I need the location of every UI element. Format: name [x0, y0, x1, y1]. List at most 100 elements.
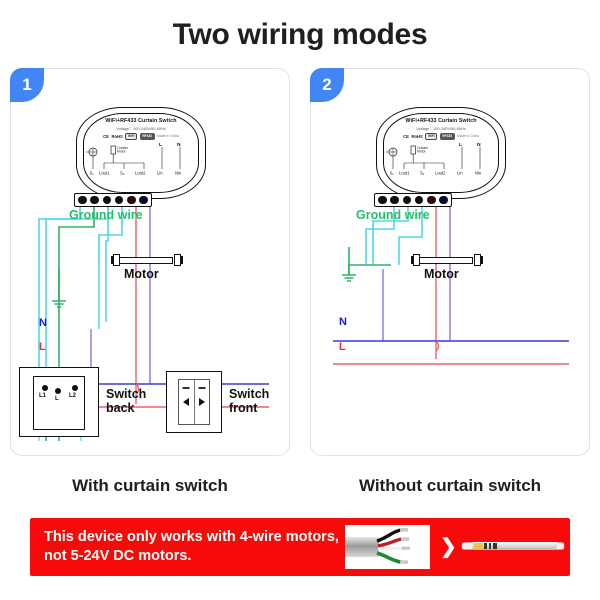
ce-mark: CE [403, 133, 409, 139]
warning-text: This device only works with 4-wire motor… [44, 529, 339, 564]
device-internal-schematic-2: Curtain Motor L N S₁ Lout1 S₂ Lout2 Lin … [384, 143, 498, 177]
wifi-mark: WiFi [425, 133, 438, 140]
panel-1-caption: With curtain switch [72, 476, 228, 495]
device-inner-shell [83, 113, 199, 193]
terminal-nin [139, 195, 148, 205]
terminal-lin [427, 195, 436, 205]
rocker-dash-right [198, 387, 206, 389]
four-wire-cable-image [345, 525, 430, 569]
svg-text:N: N [177, 143, 181, 148]
terminal-s2 [102, 195, 112, 205]
switch-front-label: Switch front [229, 387, 270, 415]
made-in-label: Made in China [457, 134, 479, 139]
terminal-block-1 [74, 193, 152, 207]
svg-text:N: N [477, 143, 481, 148]
terminal-lout1 [390, 195, 399, 205]
motor-label-1: Motor [124, 267, 159, 281]
svg-text:Lout1: Lout1 [99, 171, 110, 176]
switch-terminal-l-label: L [55, 396, 59, 402]
switch-front-face [178, 379, 210, 425]
svg-text:S₂: S₂ [120, 171, 125, 176]
device-internal-schematic-1: Curtain Motor L N S₁ Lout1 S₂ Lout2 Lin … [84, 143, 198, 177]
tubular-motor-2 [411, 254, 483, 266]
terminal-block-2 [374, 193, 452, 207]
panel-mode-2: 2 WiFi+RF433 Curtain Switch Voltage：100-… [310, 68, 590, 456]
svg-text:Motor: Motor [117, 150, 127, 154]
svg-text:Lout2: Lout2 [435, 171, 446, 176]
svg-text:S₁: S₁ [90, 171, 95, 176]
motor-end-right [180, 256, 183, 264]
curtain-switch-device-1: WiFi+RF433 Curtain Switch Voltage：100-24… [76, 107, 206, 199]
device-certification-row: CE RoHS WiFi RF433 Made in China [76, 133, 206, 140]
svg-text:Motor: Motor [417, 150, 427, 154]
device-model-label: WiFi+RF433 Curtain Switch [105, 118, 177, 124]
terminal-s1 [378, 195, 387, 205]
tubular-motor-1 [111, 254, 183, 266]
warning-banner: This device only works with 4-wire motor… [30, 518, 570, 576]
device-voltage-label: Voltage：100-240V/50-60Hz [116, 126, 166, 131]
svg-text:Lin: Lin [157, 171, 163, 176]
svg-text:S₁: S₁ [390, 171, 395, 176]
terminal-nin [439, 195, 448, 205]
arrow-right-icon: ❯ [440, 536, 457, 558]
motor-end-right [480, 256, 483, 264]
rocker-dash-left [182, 387, 190, 389]
switch-terminal-l1-label: L1 [39, 393, 47, 399]
svg-text:Lout2: Lout2 [135, 171, 146, 176]
motor-label-2: Motor [424, 267, 459, 281]
terminal-lout2 [414, 195, 424, 205]
svg-text:S₂: S₂ [420, 171, 425, 176]
panel-mode-1: 1 WiFi+RF433 Curtain Switch Voltage：100-… [10, 68, 290, 456]
ground-wire-label-2: Ground wire [356, 208, 430, 222]
motor-end-left [411, 256, 414, 264]
device-inner-shell [383, 113, 499, 193]
rohs-mark: RoHS [411, 133, 423, 139]
panel-1-badge: 1 [10, 68, 44, 102]
svg-text:Nin: Nin [175, 171, 182, 176]
ground-wire-label-1: Ground wire [69, 208, 143, 222]
svg-text:L: L [459, 143, 462, 148]
motor-end-left [111, 256, 114, 264]
page-title: Two wiring modes [172, 18, 428, 51]
terminal-lout2 [114, 195, 124, 205]
terminal-lout1 [90, 195, 99, 205]
svg-text:Curtain: Curtain [117, 146, 128, 150]
arrow-right-icon [198, 398, 205, 406]
svg-text:L: L [159, 143, 162, 148]
switch-terminal-l [55, 388, 61, 394]
arrow-left-icon [183, 398, 190, 406]
switch-front-diagram [166, 371, 222, 433]
svg-text:Curtain: Curtain [417, 146, 428, 150]
motor-tube [119, 256, 173, 264]
neutral-label-2: N [339, 316, 347, 328]
switch-back-label: Switch back [106, 387, 147, 415]
motor-tube [419, 256, 473, 264]
device-voltage-label: Voltage：100-240V/50-60Hz [416, 126, 466, 131]
rf433-mark: RF433 [439, 133, 455, 140]
switch-terminal-l2 [72, 385, 78, 391]
device-model-label: WiFi+RF433 Curtain Switch [405, 118, 477, 124]
rohs-mark: RoHS [111, 133, 123, 139]
svg-text:Lout1: Lout1 [399, 171, 410, 176]
rf433-mark: RF433 [139, 133, 155, 140]
live-label-1: L [39, 341, 46, 353]
ce-mark: CE [103, 133, 109, 139]
terminal-s2 [402, 195, 412, 205]
svg-text:Lin: Lin [457, 171, 463, 176]
switch-terminal-l2-label: L2 [69, 393, 77, 399]
terminal-s1 [78, 195, 87, 205]
svg-text:Nin: Nin [475, 171, 482, 176]
wifi-mark: WiFi [125, 133, 138, 140]
made-in-label: Made in China [157, 134, 179, 139]
switch-back-diagram: L1 L L2 [19, 367, 99, 437]
device-certification-row: CE RoHS WiFi RF433 Made in China [376, 133, 506, 140]
terminal-lin [127, 195, 136, 205]
switch-rocker-left[interactable] [179, 380, 194, 424]
switch-terminal-l1 [42, 385, 48, 391]
switch-back-inner [33, 376, 85, 430]
neutral-label-1: N [39, 317, 47, 329]
live-label-2: L [339, 341, 346, 353]
panel-2-caption: Without curtain switch [358, 476, 542, 495]
switch-rocker-right[interactable] [193, 380, 210, 424]
